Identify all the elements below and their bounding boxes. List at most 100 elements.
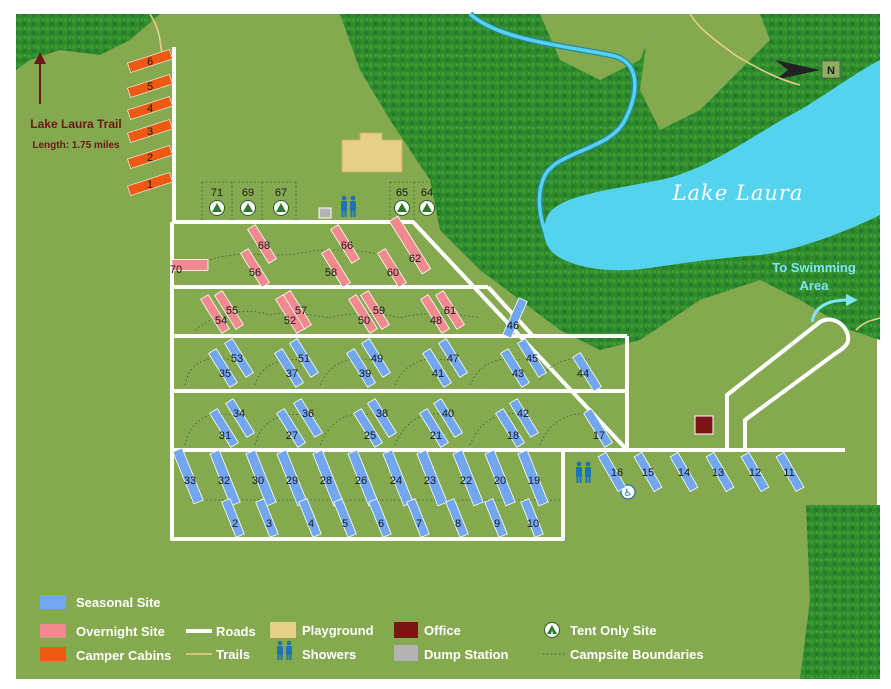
overnight-site-label: 58 [325,267,337,279]
seasonal-site-label: 29 [286,475,298,487]
legend-cabins: Camper Cabins [76,648,171,663]
camper-cabin-5 [127,74,173,98]
seasonal-site-label: 44 [577,368,589,380]
tent-icon [243,203,253,212]
seasonal-site-23 [416,449,448,507]
seasonal-site-label: 20 [494,475,506,487]
roads [170,47,851,541]
swim-arrow-head [846,294,858,306]
legend-cabin-swatch [40,647,66,661]
seasonal-site-label: 18 [507,430,519,442]
seasonal-site-4 [298,498,322,538]
trail-name: Lake Laura Trail [30,117,121,131]
overnight-site-60 [377,248,407,288]
seasonal-site-label: 8 [455,518,461,530]
seasonal-site-label: 7 [416,518,422,530]
overnight-site-70 [171,259,209,271]
seasonal-site-33 [172,447,204,505]
seasonal-site-label: 9 [494,518,500,530]
forest-east [340,14,880,350]
overnight-site-label: 55 [226,305,238,317]
legend-office: Office [424,623,461,638]
overnight-site-50 [348,294,378,334]
overnight-site-62 [388,215,432,275]
seasonal-site-label: 33 [184,475,196,487]
overnight-site-61 [435,290,465,330]
overnight-site-label: 66 [341,240,353,252]
seasonal-site-label: 5 [342,518,348,530]
seasonal-site-label: 45 [526,353,538,365]
camper-cabin-label: 2 [147,152,153,164]
seasonal-site-label: 46 [507,320,519,332]
svg-text:N: N [827,65,835,77]
seasonal-site-12 [740,451,770,493]
tent-site-label: 71 [211,187,223,199]
legend-dump: Dump Station [424,647,509,662]
swim-arrow [810,298,849,323]
camper-cabin-label: 5 [147,81,153,93]
legend: Seasonal Site Overnight Site Camper Cabi… [40,595,704,663]
seasonal-site-5 [333,498,357,538]
seasonal-site-label: 51 [298,353,310,365]
tent-site-label: 67 [275,187,287,199]
seasonal-site-11 [775,451,805,493]
seasonal-site-10 [520,498,544,538]
seasonal-site-label: 21 [430,430,442,442]
overnight-site-label: 54 [215,315,227,327]
seasonal-site-3 [255,498,279,538]
legend-playground-swatch [270,622,296,638]
seasonal-site-18 [495,408,525,448]
forest-southeast [800,505,880,679]
seasonal-site-label: 26 [355,475,367,487]
camper-cabin-3 [127,119,173,143]
trail-length: Length: 1.75 miles [32,140,120,151]
seasonal-site-49 [361,338,391,378]
seasonal-site-43 [500,348,530,388]
office [694,415,714,435]
overnight-site-label: 48 [430,315,442,327]
north-arrow: N [775,60,841,80]
seasonal-site-label: 34 [233,408,245,420]
overnight-site-66 [330,224,360,264]
seasonal-site-45 [517,338,547,378]
seasonal-site-42 [509,398,539,438]
seasonal-site-label: 2 [232,518,238,530]
seasonal-site-35 [208,348,238,388]
seasonal-site-30 [245,449,277,507]
seasonal-site-37 [274,348,304,388]
playground [341,132,403,173]
camper-cabin-4 [127,96,173,120]
legend-showers-icon [277,640,292,660]
overnight-site-label: 50 [358,315,370,327]
seasonal-site-label: 39 [359,368,371,380]
seasonal-site-label: 32 [218,475,230,487]
seasonal-site-label: 11 [783,467,794,479]
overnight-site-52 [275,294,305,334]
seasonal-site-label: 53 [231,353,243,365]
seasonal-site-label: 3 [266,518,272,530]
seasonal-site-label: 40 [442,408,454,420]
tent-site-label: 64 [421,187,433,199]
camper-cabin-label: 4 [147,103,153,115]
seasonal-site-label: 24 [390,475,402,487]
seasonal-site-27 [276,408,306,448]
tent-icon [276,203,286,212]
river [468,12,637,241]
seasonal-site-label: 27 [286,430,298,442]
camper-cabin-label: 3 [147,126,153,138]
legend-playground: Playground [302,623,374,638]
overnight-site-54 [200,294,230,334]
overnight-site-48 [420,294,450,334]
seasonal-site-19 [517,449,549,507]
overnight-site-label: 56 [249,267,261,279]
seasonal-site-31 [209,408,239,448]
showers-icon [576,461,591,483]
overnight-site-label: 60 [387,267,399,279]
dump-station [318,207,332,219]
lake [543,60,880,271]
legend-office-swatch [394,622,418,638]
